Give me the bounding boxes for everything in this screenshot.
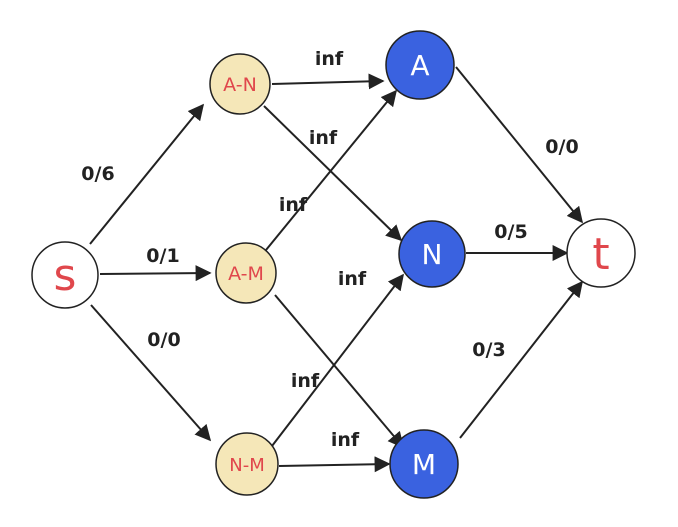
node-m-label: M xyxy=(412,448,436,481)
edge-nm-m xyxy=(278,456,391,473)
edge-label-am-a: inf xyxy=(279,194,308,216)
edge-a-t xyxy=(455,66,584,224)
node-n-m-label: N-M xyxy=(229,455,265,476)
node-s-circle xyxy=(31,241,99,309)
node-s: s xyxy=(31,241,99,309)
edge-label-nm-n: inf xyxy=(291,370,320,392)
edge-s-am xyxy=(99,265,212,282)
edge-label-n-t: 0/5 xyxy=(494,221,527,243)
edges xyxy=(89,66,584,473)
node-a-m: A-M xyxy=(215,242,277,304)
node-m-circle xyxy=(389,429,459,499)
edge-nm-n xyxy=(271,273,404,447)
node-t-label: t xyxy=(592,229,609,280)
edge-label-an-n: inf xyxy=(309,127,338,149)
edge-label-am-m: inf xyxy=(338,268,367,290)
node-n-circle xyxy=(398,220,466,288)
edge-label-s-nm: 0/0 xyxy=(147,329,180,351)
edge-m-t xyxy=(459,280,583,439)
edge-am-m xyxy=(274,294,405,449)
edge-s-nm xyxy=(90,304,212,442)
node-s-label: s xyxy=(54,250,77,301)
node-n-m-circle xyxy=(215,432,279,496)
node-a-n: A-N xyxy=(209,53,271,115)
node-a-m-label: A-M xyxy=(228,263,264,285)
node-a-label: A xyxy=(410,49,429,82)
edge-label-nm-m: inf xyxy=(331,429,360,451)
node-a-m-circle xyxy=(215,242,277,304)
edge-label-s-am: 0/1 xyxy=(146,245,179,267)
node-n-label: N xyxy=(422,238,443,271)
node-a-n-label: A-N xyxy=(223,74,257,96)
edge-label-m-t: 0/3 xyxy=(472,339,505,361)
edge-label-an-a: inf xyxy=(315,48,344,70)
edge-s-an xyxy=(89,103,205,245)
node-m: M xyxy=(389,429,459,499)
node-t-circle xyxy=(566,218,636,288)
node-a-circle xyxy=(385,30,455,100)
node-a: A xyxy=(385,30,455,100)
node-n-m: N-M xyxy=(215,432,279,496)
node-n: N xyxy=(398,220,466,288)
edge-label-s-an: 0/6 xyxy=(81,163,114,185)
edge-an-a xyxy=(271,73,385,90)
node-t: t xyxy=(566,218,636,288)
nodes: s A-N A-M N-M A N M t xyxy=(31,30,636,499)
node-a-n-circle xyxy=(209,53,271,115)
edge-labels: 0/6 0/1 0/0 inf inf inf inf inf inf 0/0 … xyxy=(81,48,578,451)
edge-an-n xyxy=(263,105,403,242)
edge-am-a xyxy=(265,89,398,251)
edge-label-a-t: 0/0 xyxy=(545,136,578,158)
